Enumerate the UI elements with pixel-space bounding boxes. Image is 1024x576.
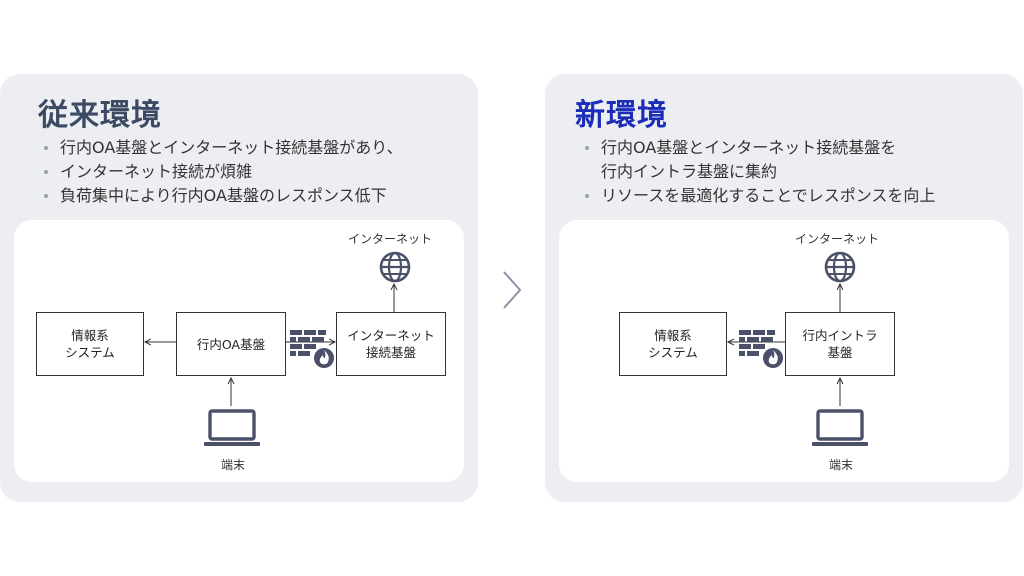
firewall-icon <box>739 330 783 368</box>
panel-title: 新環境 <box>575 98 668 133</box>
internet-label: インターネット <box>795 232 880 246</box>
internet-gateway-box: インターネット 接続基盤 <box>336 312 446 376</box>
chevron-right-icon <box>503 271 522 309</box>
intra-platform-box: 行内イントラ 基盤 <box>785 312 895 376</box>
panel-legacy-environment: 従来環境 行内OA基盤とインターネット接続基盤があり、 インターネット接続が煩雑… <box>0 74 478 502</box>
diagram-canvas: インターネット 情報系 システム 行内OA基盤 インターネット 接続基盤 端末 <box>14 220 464 482</box>
globe-icon <box>379 251 411 283</box>
bullet-dot <box>44 146 48 150</box>
info-system-box: 情報系 システム <box>36 312 144 376</box>
bullet-item: 行内OA基盤とインターネット接続基盤を <box>585 136 935 160</box>
info-system-box: 情報系 システム <box>619 312 727 376</box>
bullet-item: リソースを最適化することでレスポンスを向上 <box>585 184 935 208</box>
terminal-label: 端末 <box>221 458 246 472</box>
bullet-list: 行内OA基盤とインターネット接続基盤を 行内イントラ基盤に集約 リソースを最適化… <box>585 136 935 208</box>
bullet-item: 行内OA基盤とインターネット接続基盤があり、 <box>44 136 403 160</box>
bullet-dot <box>585 146 589 150</box>
bullet-dot <box>585 194 589 198</box>
diagram-canvas: インターネット 情報系 システム 行内イントラ 基盤 端末 <box>559 220 1009 482</box>
internet-label: インターネット <box>348 232 433 246</box>
bullet-list: 行内OA基盤とインターネット接続基盤があり、 インターネット接続が煩雑 負荷集中… <box>44 136 403 208</box>
panel-new-environment: 新環境 行内OA基盤とインターネット接続基盤を 行内イントラ基盤に集約 リソース… <box>545 74 1023 502</box>
firewall-icon <box>290 330 334 368</box>
panel-title: 従来環境 <box>38 98 162 133</box>
bullet-item-continuation: 行内イントラ基盤に集約 <box>601 162 778 181</box>
bullet-item: インターネット接続が煩雑 <box>44 160 403 184</box>
oa-platform-box: 行内OA基盤 <box>176 312 286 376</box>
bullet-dot <box>44 170 48 174</box>
globe-icon <box>824 251 856 283</box>
bullet-dot <box>44 194 48 198</box>
terminal-label: 端末 <box>829 458 854 472</box>
bullet-item: 負荷集中により行内OA基盤のレスポンス低下 <box>44 184 403 208</box>
laptop-icon <box>812 409 868 446</box>
laptop-icon <box>204 409 260 446</box>
